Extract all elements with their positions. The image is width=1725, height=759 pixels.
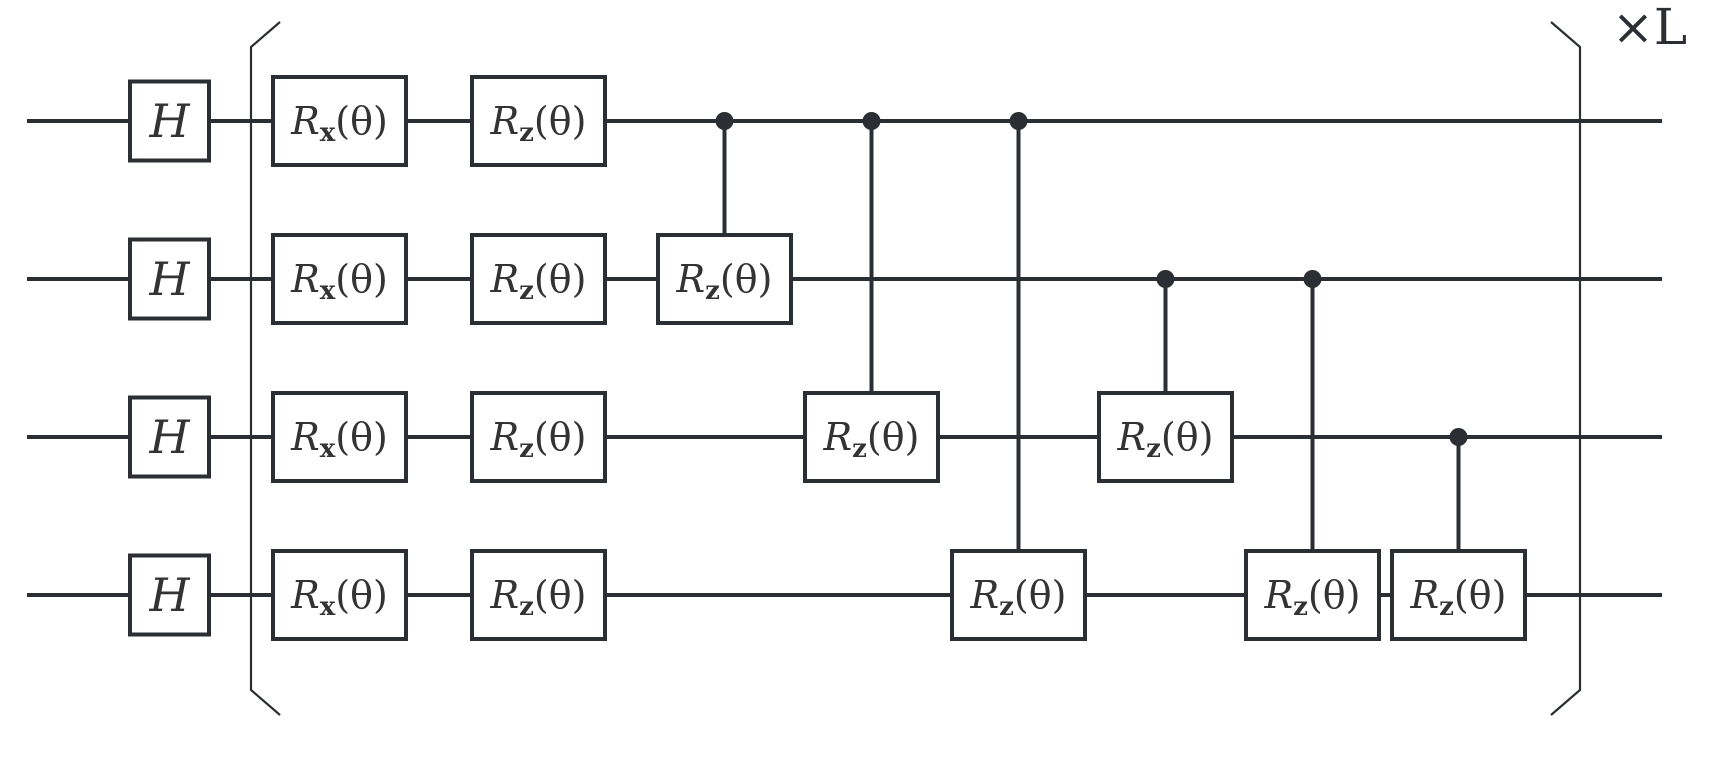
rx-gate-q2-box <box>271 391 408 483</box>
h-gate-box <box>128 79 211 163</box>
h-gate-label: H <box>148 252 190 306</box>
crz-gate-1-2: Rz(θ) <box>1097 391 1234 483</box>
h-gate-box <box>128 237 211 321</box>
h-gate-q0: H <box>128 79 211 163</box>
crz-gate-2-3-label: Rz(θ) <box>1410 573 1507 622</box>
crz-gate-0-3-box <box>950 549 1087 641</box>
crz-gate-0-3-label: Rz(θ) <box>970 573 1067 622</box>
rz-gate-q3-box <box>470 549 607 641</box>
rx-gate-q1: Rx(θ) <box>271 233 408 325</box>
control-dot-q0 <box>1009 112 1028 130</box>
control-dot-q2 <box>1449 428 1468 446</box>
rz-gate-q1: Rz(θ) <box>470 233 607 325</box>
rx-gate-q3: Rx(θ) <box>271 549 408 641</box>
rz-gate-q3: Rz(θ) <box>470 549 607 641</box>
h-gate-label: H <box>148 568 190 622</box>
crz-gate-1-3-box <box>1244 549 1381 641</box>
crz-gate-1-3: Rz(θ) <box>1244 549 1381 641</box>
rx-gate-q3-label: Rx(θ) <box>290 573 388 622</box>
crz-gate-0-2: Rz(θ) <box>803 391 940 483</box>
control-connections <box>715 112 1468 551</box>
rz-gate-q0-box <box>470 75 607 167</box>
h-gate-label: H <box>148 94 190 148</box>
crz-gate-1-2-box <box>1097 391 1234 483</box>
control-dot-q0 <box>715 112 734 130</box>
h-gate-q1: H <box>128 237 211 321</box>
h-gate-box <box>128 395 211 479</box>
h-gate-q2: H <box>128 395 211 479</box>
rx-gate-q3-box <box>271 549 408 641</box>
rz-gate-q2: Rz(θ) <box>470 391 607 483</box>
control-dot-q0 <box>862 112 881 130</box>
rx-gate-q1-box <box>271 233 408 325</box>
left-bracket <box>249 21 281 716</box>
crz-gate-0-1-box <box>656 233 793 325</box>
rz-gate-q0: Rz(θ) <box>470 75 607 167</box>
rx-gate-q2-label: Rx(θ) <box>290 415 388 464</box>
crz-gate-0-1-label: Rz(θ) <box>676 257 773 306</box>
right-bracket <box>1550 21 1582 716</box>
rx-gate-q0: Rx(θ) <box>271 75 408 167</box>
crz-gate-0-1: Rz(θ) <box>656 233 793 325</box>
control-dot-q1 <box>1156 270 1175 288</box>
qubit-wires <box>27 119 1662 597</box>
rz-gate-q2-label: Rz(θ) <box>490 415 587 464</box>
rz-gate-q0-label: Rz(θ) <box>490 99 587 148</box>
crz-gate-0-2-box <box>803 391 940 483</box>
repetition-brackets: ×L <box>249 0 1687 716</box>
gates: H H H H Rx(θ) Rx(θ) Rx(θ) Rx(θ) Rz(θ) Rz(θ) Rz(θ) R… <box>128 75 1527 641</box>
h-gate-q3: H <box>128 553 211 637</box>
crz-gate-2-3-box <box>1390 549 1527 641</box>
h-gate-box <box>128 553 211 637</box>
rz-gate-q1-label: Rz(θ) <box>490 257 587 306</box>
crz-gate-1-3-label: Rz(θ) <box>1264 573 1361 622</box>
repetition-label: ×L <box>1612 0 1687 56</box>
rz-gate-q2-box <box>470 391 607 483</box>
crz-gate-0-3: Rz(θ) <box>950 549 1087 641</box>
crz-gate-1-2-label: Rz(θ) <box>1117 415 1214 464</box>
crz-gate-0-2-label: Rz(θ) <box>823 415 920 464</box>
rx-gate-q0-box <box>271 75 408 167</box>
control-dot-q1 <box>1303 270 1322 288</box>
h-gate-label: H <box>148 410 190 464</box>
rx-gate-q0-label: Rx(θ) <box>290 99 388 148</box>
rx-gate-q2: Rx(θ) <box>271 391 408 483</box>
crz-gate-2-3: Rz(θ) <box>1390 549 1527 641</box>
rx-gate-q1-label: Rx(θ) <box>290 257 388 306</box>
rz-gate-q3-label: Rz(θ) <box>490 573 587 622</box>
rz-gate-q1-box <box>470 233 607 325</box>
